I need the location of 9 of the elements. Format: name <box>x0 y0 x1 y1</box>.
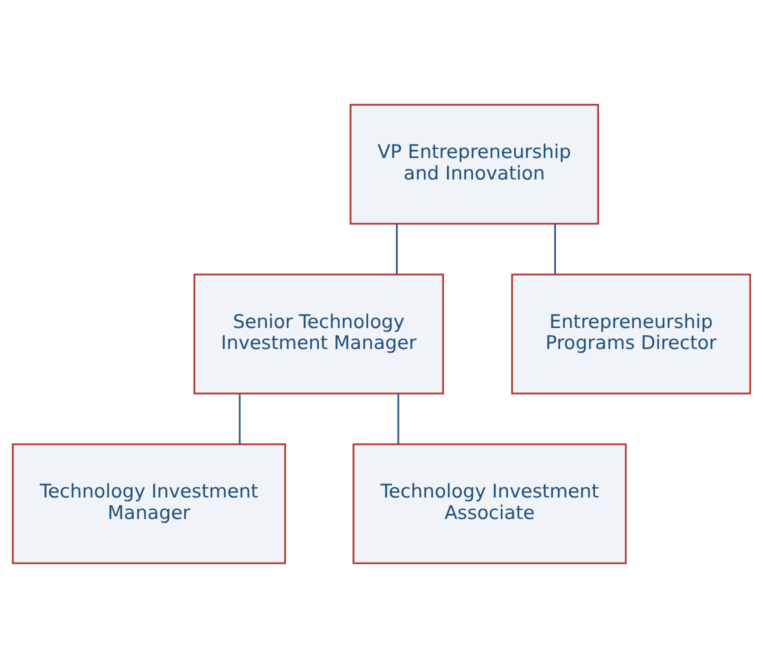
node-box: Entrepreneurship Programs Director <box>511 273 752 394</box>
connector <box>396 224 398 274</box>
node-box: Senior Technology Investment Manager <box>193 273 444 394</box>
node-box: Technology Investment Manager <box>12 442 286 564</box>
node-box: VP Entrepreneurship and Innovation <box>350 103 599 224</box>
connector <box>238 393 241 444</box>
connector <box>554 224 556 274</box>
node-box: Technology Investment Associate <box>352 442 627 564</box>
connector <box>397 393 400 444</box>
